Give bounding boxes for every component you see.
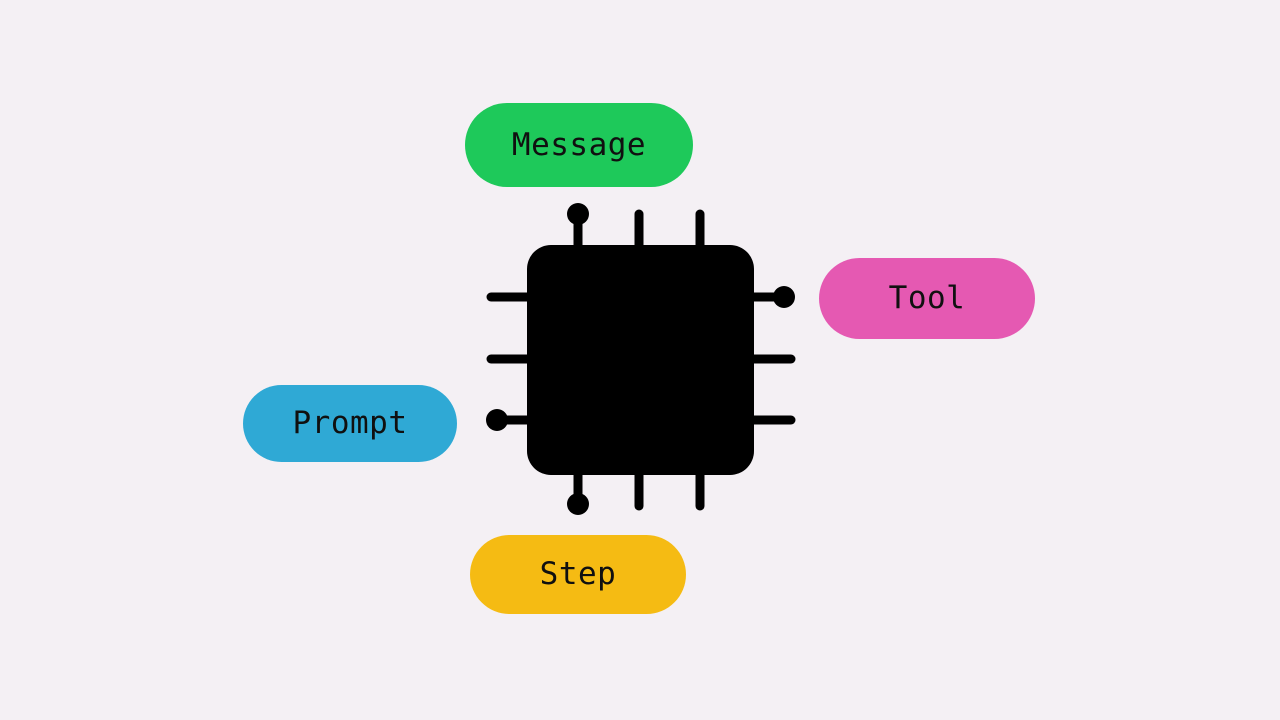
node-label-message[interactable]: Message: [465, 103, 693, 187]
node-label-message-text: Message: [511, 126, 647, 163]
pin-terminal-dots: [486, 203, 795, 515]
chip-body: [527, 245, 754, 475]
node-label-prompt[interactable]: Prompt: [243, 385, 457, 462]
node-label-tool-text: Tool: [888, 280, 966, 316]
node-label-tool[interactable]: Tool: [819, 258, 1035, 339]
cpu-chip-icon: [470, 195, 810, 525]
node-label-step-text: Step: [539, 556, 617, 592]
node-label-prompt-text: Prompt: [292, 405, 408, 441]
node-label-step[interactable]: Step: [470, 535, 686, 614]
